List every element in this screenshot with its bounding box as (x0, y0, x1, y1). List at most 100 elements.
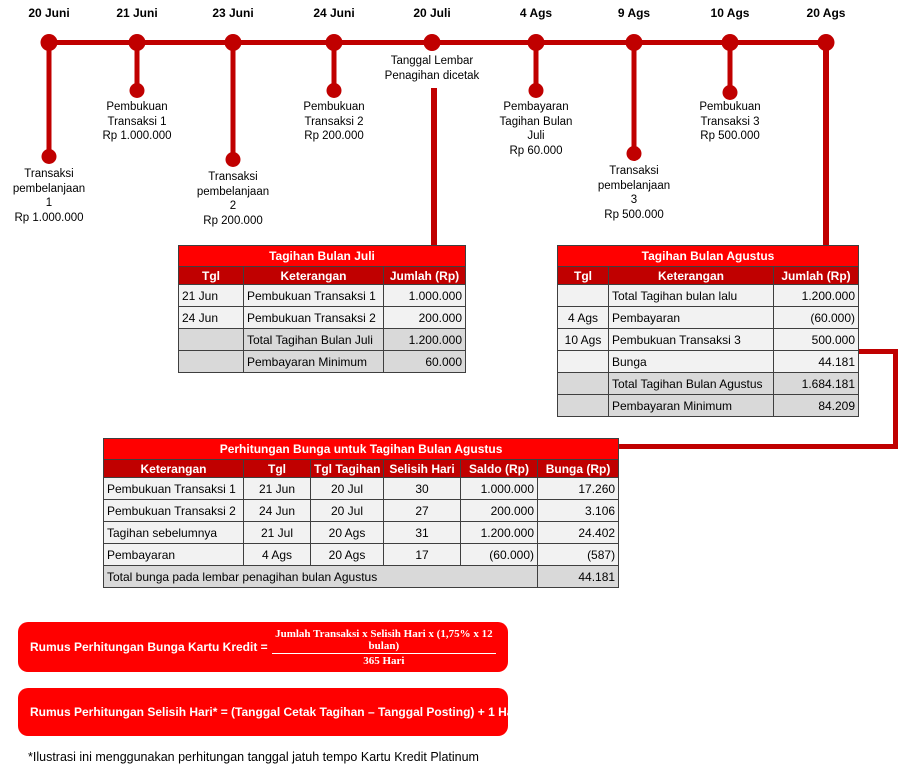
column-header: Jumlah (Rp) (772, 266, 860, 285)
event-label: Transaksi pembelanjaan 1 Rp 1.000.000 (12, 168, 86, 225)
column-header: Tgl (243, 459, 311, 478)
cell-keterangan: Pembayaran Minimum (243, 350, 384, 373)
table-row: 24 Jun Pembukuan Transaksi 2 200.000 (178, 306, 467, 329)
event-date: 20 Juni (28, 6, 70, 20)
cell-tgl: 21 Jul (243, 521, 311, 544)
cell-keterangan: Pembayaran (103, 543, 244, 566)
table-total-row: Total bunga pada lembar penagihan bulan … (103, 565, 620, 588)
event-label: Pembukuan Transaksi 1 Rp 1.000.000 (102, 101, 172, 143)
timeline-dot-icon (528, 83, 544, 98)
cell-jumlah: 1.200.000 (772, 284, 860, 307)
formula-bunga-label: Rumus Perhitungan Bunga Kartu Kredit = (30, 640, 268, 654)
table-title: Tagihan Bulan Agustus (556, 245, 860, 267)
cell-bunga: 3.106 (536, 499, 620, 522)
event-label: Pembukuan Transaksi 2 Rp 200.000 (303, 101, 365, 143)
cell-tgl-tagihan: 20 Jul (310, 477, 384, 500)
cell-jumlah: 84.209 (772, 394, 860, 417)
table-title: Tagihan Bulan Juli (177, 245, 467, 267)
cell-tgl: 24 Jun (243, 499, 311, 522)
cell-keterangan: Pembukuan Transaksi 1 (243, 284, 384, 307)
cell-jumlah: 500.000 (772, 328, 860, 351)
cell-selisih-hari: 27 (383, 499, 461, 522)
timeline-dot-icon (326, 83, 342, 98)
cell-bunga: 24.402 (536, 521, 620, 544)
cell-keterangan: Pembayaran (608, 306, 774, 329)
connector-bunga-vertical (893, 349, 898, 449)
cell-tgl (178, 328, 244, 351)
event-stem (134, 42, 140, 90)
cell-bunga: 17.260 (536, 477, 620, 500)
cell-tgl: 4 Ags (243, 543, 311, 566)
cell-tgl: 4 Ags (557, 306, 609, 329)
formula-denominator: 365 Hari (363, 654, 405, 667)
total-value: 44.181 (536, 565, 620, 588)
event-date: 23 Juni (212, 6, 254, 20)
event-label: Transaksi pembelanjaan 3 Rp 500.000 (597, 165, 671, 222)
event-date: 9 Ags (617, 6, 651, 20)
table-row: Pembayaran 4 Ags 20 Ags 17 (60.000) (587… (103, 543, 620, 566)
column-header: Bunga (Rp) (536, 459, 620, 478)
table-row: Pembayaran Minimum 60.000 (178, 350, 467, 373)
cell-keterangan: Tagihan sebelumnya (103, 521, 244, 544)
timeline-dot-icon (225, 152, 241, 167)
connector-bunga-to-table (617, 444, 898, 449)
formula-selisih-label: Rumus Perhitungan Selisih Hari* = (Tangg… (30, 705, 522, 719)
column-header: Selisih Hari (383, 459, 461, 478)
event-date: 21 Juni (116, 6, 158, 20)
cell-keterangan: Total Tagihan Bulan Juli (243, 328, 384, 351)
event-stem (46, 42, 52, 157)
cell-jumlah: 200.000 (382, 306, 467, 329)
cell-jumlah: (60.000) (772, 306, 860, 329)
table-row: Pembukuan Transaksi 1 21 Jun 20 Jul 30 1… (103, 477, 620, 500)
table-row: 4 Ags Pembayaran (60.000) (557, 306, 860, 329)
cell-selisih-hari: 17 (383, 543, 461, 566)
cell-tgl-tagihan: 20 Ags (310, 543, 384, 566)
table-tagihan-agustus: Tagihan Bulan Agustus Tgl Keterangan Jum… (556, 245, 860, 417)
cell-saldo: (60.000) (460, 543, 538, 566)
cell-keterangan: Pembukuan Transaksi 2 (103, 499, 244, 522)
table-row: Bunga 44.181 (557, 350, 860, 373)
cell-keterangan: Total Tagihan Bulan Agustus (608, 372, 774, 395)
timeline-dot-icon (722, 85, 738, 100)
cell-tgl: 24 Jun (178, 306, 244, 329)
cell-saldo: 1.200.000 (460, 521, 538, 544)
cell-keterangan: Bunga (608, 350, 774, 373)
table-row: Tagihan sebelumnya 21 Jul 20 Ags 31 1.20… (103, 521, 620, 544)
cell-keterangan: Pembayaran Minimum (608, 394, 774, 417)
table-row: 21 Jun Pembukuan Transaksi 1 1.000.000 (178, 284, 467, 307)
cell-tgl (557, 394, 609, 417)
event-date: 20 Ags (806, 6, 846, 20)
cell-saldo: 200.000 (460, 499, 538, 522)
timeline-dot-icon (626, 146, 642, 161)
total-label: Total bunga pada lembar penagihan bulan … (103, 565, 538, 588)
column-header: Tgl (178, 266, 244, 285)
column-header: Tgl Tagihan (310, 459, 384, 478)
cell-saldo: 1.000.000 (460, 477, 538, 500)
column-header: Keterangan (243, 266, 384, 285)
event-stem (331, 42, 337, 90)
event-label: Transaksi pembelanjaan 2 Rp 200.000 (196, 171, 270, 228)
cell-tgl: 10 Ags (557, 328, 609, 351)
formula-bunga-fraction: Jumlah Transaksi x Selisih Hari x (1,75%… (271, 628, 496, 667)
timeline-dot-icon (423, 34, 441, 51)
column-header: Tgl (557, 266, 609, 285)
cell-tgl-tagihan: 20 Ags (310, 521, 384, 544)
connector-line-agustus-table (823, 42, 829, 245)
cell-tgl: 21 Jun (243, 477, 311, 500)
event-stem (230, 42, 236, 160)
column-header: Saldo (Rp) (460, 459, 538, 478)
table-row: Pembayaran Minimum 84.209 (557, 394, 860, 417)
table-row: 10 Ags Pembukuan Transaksi 3 500.000 (557, 328, 860, 351)
cell-jumlah: 44.181 (772, 350, 860, 373)
formula-box-bunga: Rumus Perhitungan Bunga Kartu Kredit = J… (18, 622, 508, 672)
cell-jumlah: 1.684.181 (772, 372, 860, 395)
event-date: 20 Juli (413, 6, 451, 20)
event-label: Pembukuan Transaksi 3 Rp 500.000 (699, 101, 761, 143)
cell-tgl (557, 284, 609, 307)
cell-selisih-hari: 30 (383, 477, 461, 500)
formula-box-selisih-hari: Rumus Perhitungan Selisih Hari* = (Tangg… (18, 688, 521, 736)
cell-tgl-tagihan: 20 Jul (310, 499, 384, 522)
event-stem (631, 42, 637, 153)
column-header: Keterangan (608, 266, 774, 285)
